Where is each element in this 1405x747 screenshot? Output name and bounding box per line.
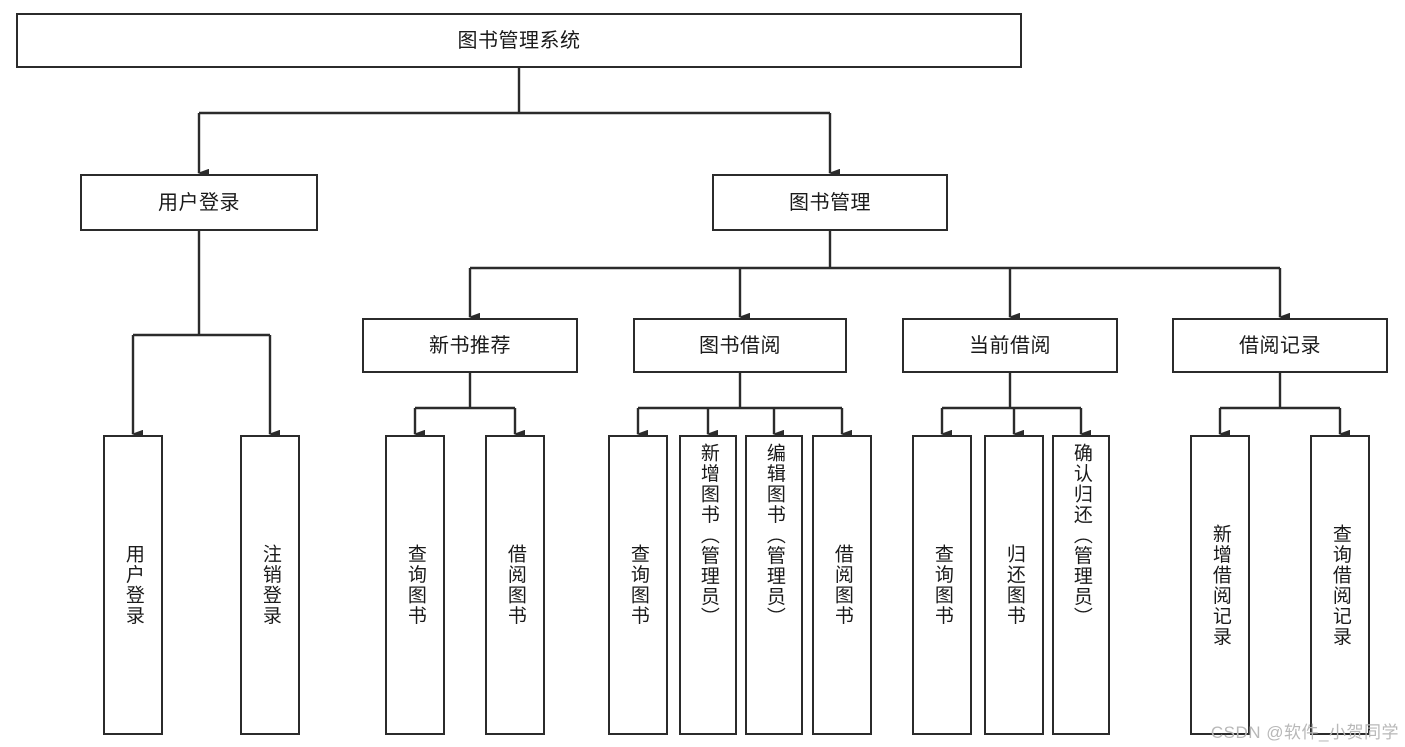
node-newbook[interactable]: 新书推荐 <box>362 318 578 373</box>
node-leaf2[interactable]: 注销登录 <box>240 435 300 735</box>
node-label: 当前借阅 <box>969 334 1051 357</box>
node-leaf3[interactable]: 查询图书 <box>385 435 445 735</box>
node-label: 注销登录 <box>259 544 281 626</box>
node-label: 新书推荐 <box>429 334 511 357</box>
node-label: 查询借阅记录 <box>1329 523 1351 647</box>
node-label: 确认归还（管理员） <box>1070 443 1092 628</box>
watermark-text: CSDN @软件_小贺同学 <box>1210 723 1399 742</box>
node-label: 借阅记录 <box>1239 334 1321 357</box>
node-leaf11[interactable]: 确认归还（管理员） <box>1052 435 1110 735</box>
node-leaf1[interactable]: 用户登录 <box>103 435 163 735</box>
node-label: 用户登录 <box>158 191 240 214</box>
node-leaf4[interactable]: 借阅图书 <box>485 435 545 735</box>
node-leaf9[interactable]: 查询图书 <box>912 435 972 735</box>
node-label: 归还图书 <box>1003 544 1025 626</box>
node-label: 查询图书 <box>404 544 426 626</box>
node-leaf5[interactable]: 查询图书 <box>608 435 668 735</box>
node-login[interactable]: 用户登录 <box>80 174 318 231</box>
node-label: 图书管理 <box>789 191 871 214</box>
node-label: 图书管理系统 <box>457 29 581 52</box>
node-label: 编辑图书（管理员） <box>763 443 785 628</box>
node-borrow[interactable]: 图书借阅 <box>633 318 847 373</box>
node-label: 图书借阅 <box>699 334 781 357</box>
node-label: 新增图书（管理员） <box>697 443 719 628</box>
node-label: 新增借阅记录 <box>1209 523 1231 647</box>
node-leaf13[interactable]: 查询借阅记录 <box>1310 435 1370 735</box>
node-leaf6[interactable]: 新增图书（管理员） <box>679 435 737 735</box>
node-label: 借阅图书 <box>831 544 853 626</box>
node-label: 查询图书 <box>627 544 649 626</box>
node-leaf7[interactable]: 编辑图书（管理员） <box>745 435 803 735</box>
edge-group <box>131 68 1350 439</box>
node-leaf12[interactable]: 新增借阅记录 <box>1190 435 1250 735</box>
node-label: 查询图书 <box>931 544 953 626</box>
node-current[interactable]: 当前借阅 <box>902 318 1118 373</box>
node-bookmgmt[interactable]: 图书管理 <box>712 174 948 231</box>
node-leaf10[interactable]: 归还图书 <box>984 435 1044 735</box>
node-root[interactable]: 图书管理系统 <box>16 13 1022 68</box>
node-leaf8[interactable]: 借阅图书 <box>812 435 872 735</box>
node-label: 借阅图书 <box>504 544 526 626</box>
node-records[interactable]: 借阅记录 <box>1172 318 1388 373</box>
node-label: 用户登录 <box>122 544 144 626</box>
